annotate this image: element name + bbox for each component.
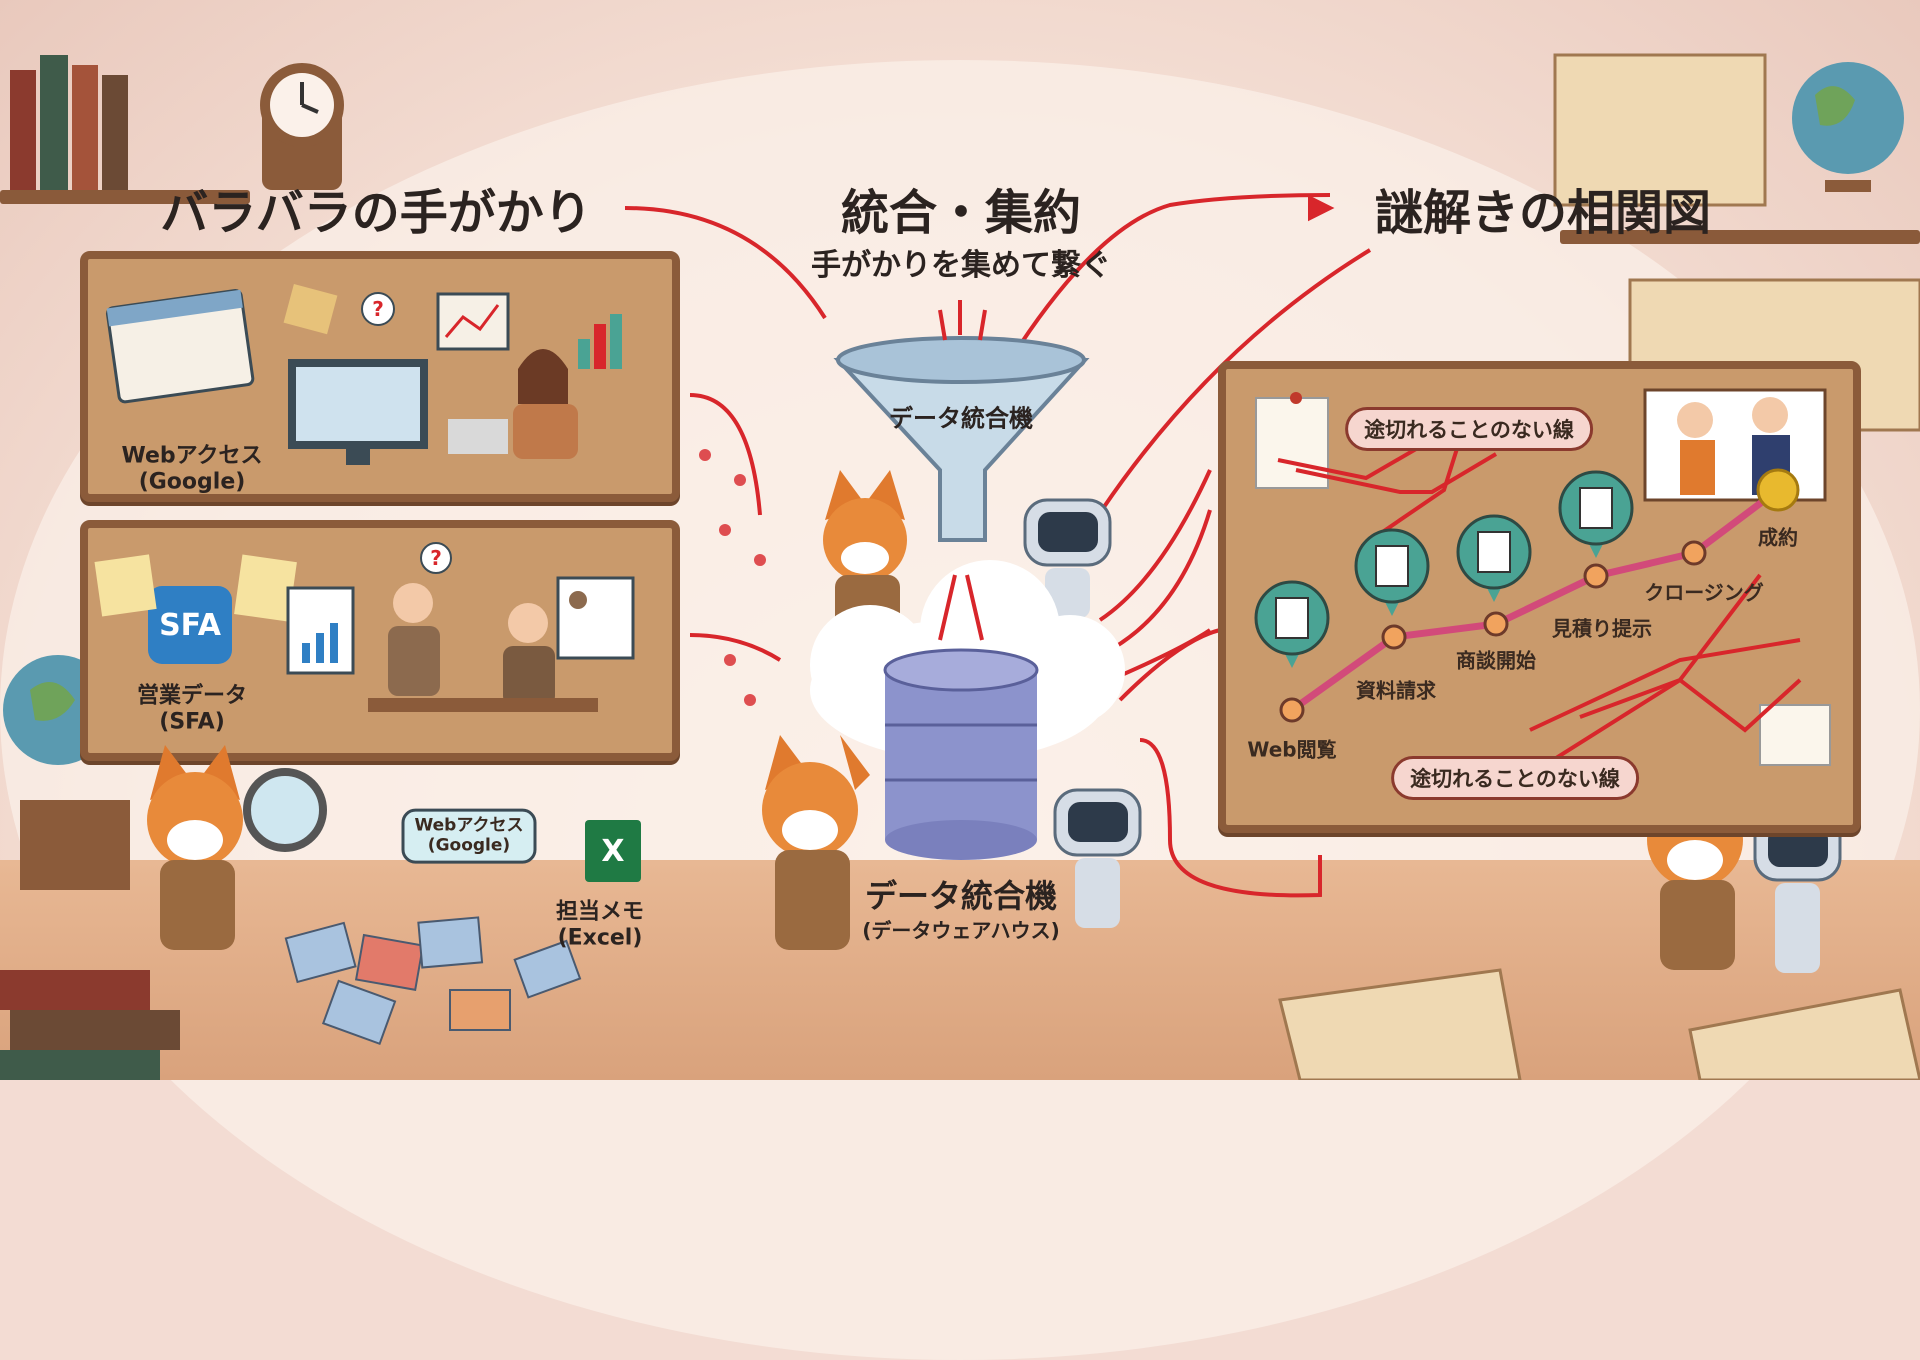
puzzle-piece-icon	[283, 283, 338, 335]
browser-cursor-icon	[1254, 580, 1330, 668]
globe-icon	[1792, 62, 1904, 192]
bubble-line1: Webアクセス	[414, 815, 524, 836]
sfa-icon: SFA	[148, 586, 232, 664]
clue-panel-web-access: ? Webアクセス (Google)	[80, 251, 680, 502]
journey-node	[1279, 697, 1305, 723]
clock-icon	[260, 63, 344, 190]
sales-meeting-illustration: ?	[94, 542, 635, 712]
journey-label-contract-won: 成約	[1758, 525, 1798, 550]
warehouse-sublabel: (データウェアハウス)	[862, 918, 1060, 943]
chart-icon	[436, 292, 510, 351]
document-check-icon	[1558, 470, 1634, 558]
unbroken-line-label-top: 途切れることのない線	[1345, 407, 1593, 451]
right-heading: 謎解きの相関図	[1374, 185, 1712, 241]
memo-label-line1: 担当メモ	[555, 899, 645, 925]
journey-label-negotiation-start: 商談開始	[1456, 648, 1536, 673]
red-dots	[699, 449, 766, 706]
excel-icon: X	[585, 820, 641, 882]
web-access-speech-bubble: Webアクセス (Google)	[401, 808, 537, 864]
journey-node	[1483, 611, 1509, 637]
profile-card-icon	[556, 576, 635, 660]
journey-node	[1583, 563, 1609, 589]
book-stack-icon	[0, 970, 180, 1080]
left-heading: バラバラの手がかり	[160, 185, 592, 241]
web-access-label-line2: (Google)	[138, 470, 246, 495]
bookshelf-right	[1560, 230, 1920, 244]
sales-data-label: 営業データ (SFA)	[137, 684, 247, 737]
business-people-icon	[368, 583, 598, 712]
journey-node	[1381, 624, 1407, 650]
bar-chart-icon	[578, 314, 622, 369]
celebration-photo-icon	[1643, 388, 1827, 502]
sales-data-label-line2: (SFA)	[159, 710, 225, 735]
journey-node	[1681, 540, 1707, 566]
journey-label-quote: 見積り提示	[1552, 616, 1652, 641]
sticky-note-icon	[94, 554, 297, 622]
svg-text:?: ?	[372, 297, 384, 321]
report-clipboard-icon	[286, 586, 355, 675]
journey-label-closing: クロージング	[1644, 580, 1764, 605]
question-mark-icon: ?	[361, 292, 395, 326]
sales-data-label-line1: 営業データ	[136, 683, 248, 709]
bubble-line2: (Google)	[427, 836, 511, 856]
funnel-label: データ統合機	[889, 404, 1033, 433]
journey-line	[1289, 487, 1781, 713]
handshake-icon	[1456, 514, 1532, 602]
puzzle-pieces-icon	[284, 916, 582, 1046]
person-at-laptop-icon	[448, 349, 578, 459]
browser-window-icon	[105, 289, 255, 404]
clue-panel-sales-data: SFA ? 営業データ (SFA)	[80, 520, 680, 761]
journey-label-web-view: Web閲覧	[1247, 737, 1337, 762]
question-mark-icon: ?	[420, 542, 452, 574]
excel-memo-label: 担当メモ (Excel)	[556, 900, 644, 953]
web-access-label-line1: Webアクセス	[121, 443, 263, 469]
web-access-illustration: ?	[105, 283, 622, 465]
unbroken-line-label-bottom: 途切れることのない線	[1391, 756, 1639, 800]
journey-label-document-request: 資料請求	[1356, 678, 1436, 703]
document-icon	[1354, 528, 1430, 616]
books-icon	[10, 55, 128, 190]
warehouse-label: データ統合機	[864, 877, 1058, 915]
old-map-icon	[1278, 968, 1920, 1080]
pinned-note-icon	[1759, 704, 1831, 766]
correlation-diagram	[1254, 388, 1831, 767]
bookshelf-left	[0, 190, 250, 204]
web-access-label: Webアクセス (Google)	[121, 444, 262, 497]
svg-text:?: ?	[430, 546, 442, 570]
gold-check-medal-icon	[1756, 468, 1800, 512]
center-subheading: 手がかりを集めて繋ぐ	[811, 248, 1111, 283]
memo-label-line2: (Excel)	[557, 926, 643, 951]
center-heading: 統合・集約	[840, 185, 1082, 241]
monitor-icon	[288, 359, 428, 465]
